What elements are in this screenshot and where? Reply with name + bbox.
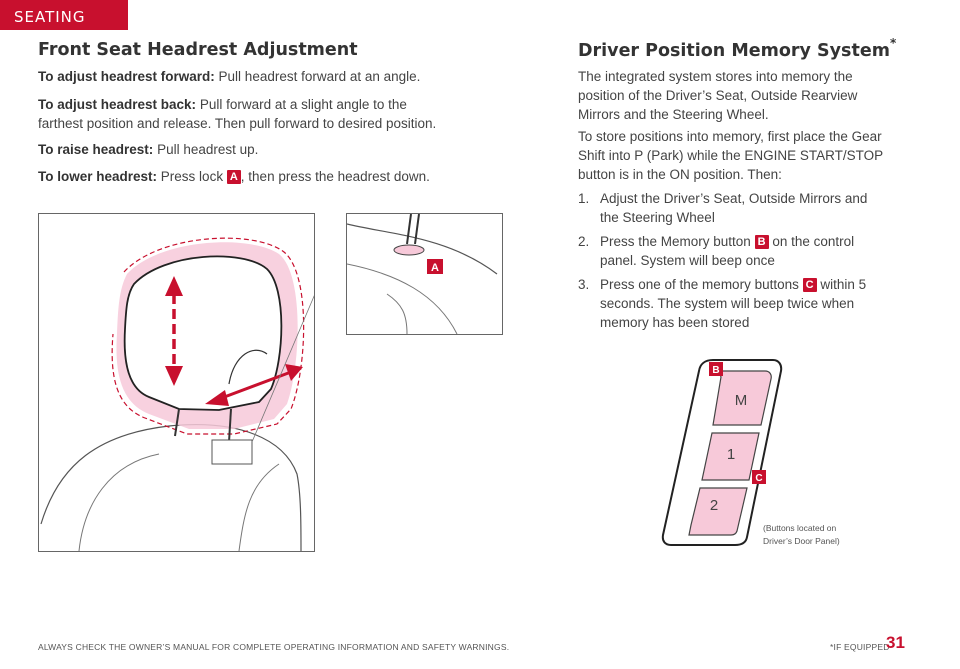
panel-note: (Buttons located on Driver’s Door Panel) [763,522,853,548]
memory-title: Driver Position Memory System* [578,36,897,61]
btn-1-label: 1 [727,446,735,463]
memory-2-button[interactable] [688,487,748,536]
step-1: 1. Adjust the Driver’s Seat, Outside Mir… [578,189,888,227]
panel-drawing: M 1 2 B C [661,359,783,546]
memory-b-key: B [754,235,769,249]
step-text: Adjust the Driver’s Seat, Outside Mirror… [600,191,868,225]
memory-button-panel: M 1 2 B C [655,355,785,550]
panel-note-line-2: Driver’s Door Panel) [763,536,840,546]
back-instruction: To adjust headrest back: Pull forward at… [38,95,438,133]
lock-detail-illustration: A [346,213,503,335]
footer-if-equipped: *IF EQUIPPED [830,642,890,652]
btn-2-label: 2 [710,497,718,514]
step-text: Press the Memory button B on the control… [600,234,855,268]
headrest-illustration [38,213,350,552]
back-label: To adjust headrest back: [38,97,197,112]
memory-setup: To store positions into memory, first pl… [578,129,883,182]
step-3: 3. Press one of the memory buttons C wit… [578,275,888,332]
step-number: 2. [578,234,590,249]
lower-label: To lower headrest: [38,169,158,184]
callout-c: C [755,473,762,484]
memory-title-text: Driver Position Memory System [578,40,890,61]
callout-b: B [712,365,719,376]
lower-text-2: , then press the headrest down. [240,169,430,184]
raise-text: Pull headrest up. [157,142,259,157]
forward-text: Pull headrest forward at an angle. [218,69,421,84]
raise-label: To raise headrest: [38,142,154,157]
memory-description: The integrated system stores into memory… [578,69,858,122]
page-number: 31 [886,633,905,652]
lock-a-key: A [226,170,241,184]
btn-m-label: M [735,392,748,409]
step-text: Press one of the memory buttons C within… [600,277,867,330]
if-equipped-mark: * [889,36,897,50]
forward-label: To adjust headrest forward: [38,69,215,84]
memory-c-key: C [802,278,817,292]
footer-warning: ALWAYS CHECK THE OWNER’S MANUAL FOR COMP… [38,642,510,652]
headrest-drawing [40,213,350,552]
headrest-title: Front Seat Headrest Adjustment [38,40,358,60]
panel-note-line-1: (Buttons located on [763,523,837,533]
lock-detail-drawing: A [346,213,498,335]
raise-instruction: To raise headrest: Pull headrest up. [38,140,508,159]
callout-a: A [431,262,439,274]
step-2: 2. Press the Memory button B on the cont… [578,232,888,270]
lower-instruction: To lower headrest: Press lock A, then pr… [38,167,508,186]
lower-text-1: Press lock [160,169,224,184]
memory-steps: 1. Adjust the Driver’s Seat, Outside Mir… [578,189,888,337]
step-number: 3. [578,277,590,292]
step-number: 1. [578,191,590,206]
forward-instruction: To adjust headrest forward: Pull headres… [38,67,508,86]
section-tab: SEATING [0,0,128,30]
memory-1-button[interactable] [701,432,760,481]
memory-m-button[interactable] [712,370,772,426]
back-text: Pull forward at a slight angle to the fa… [38,97,437,131]
